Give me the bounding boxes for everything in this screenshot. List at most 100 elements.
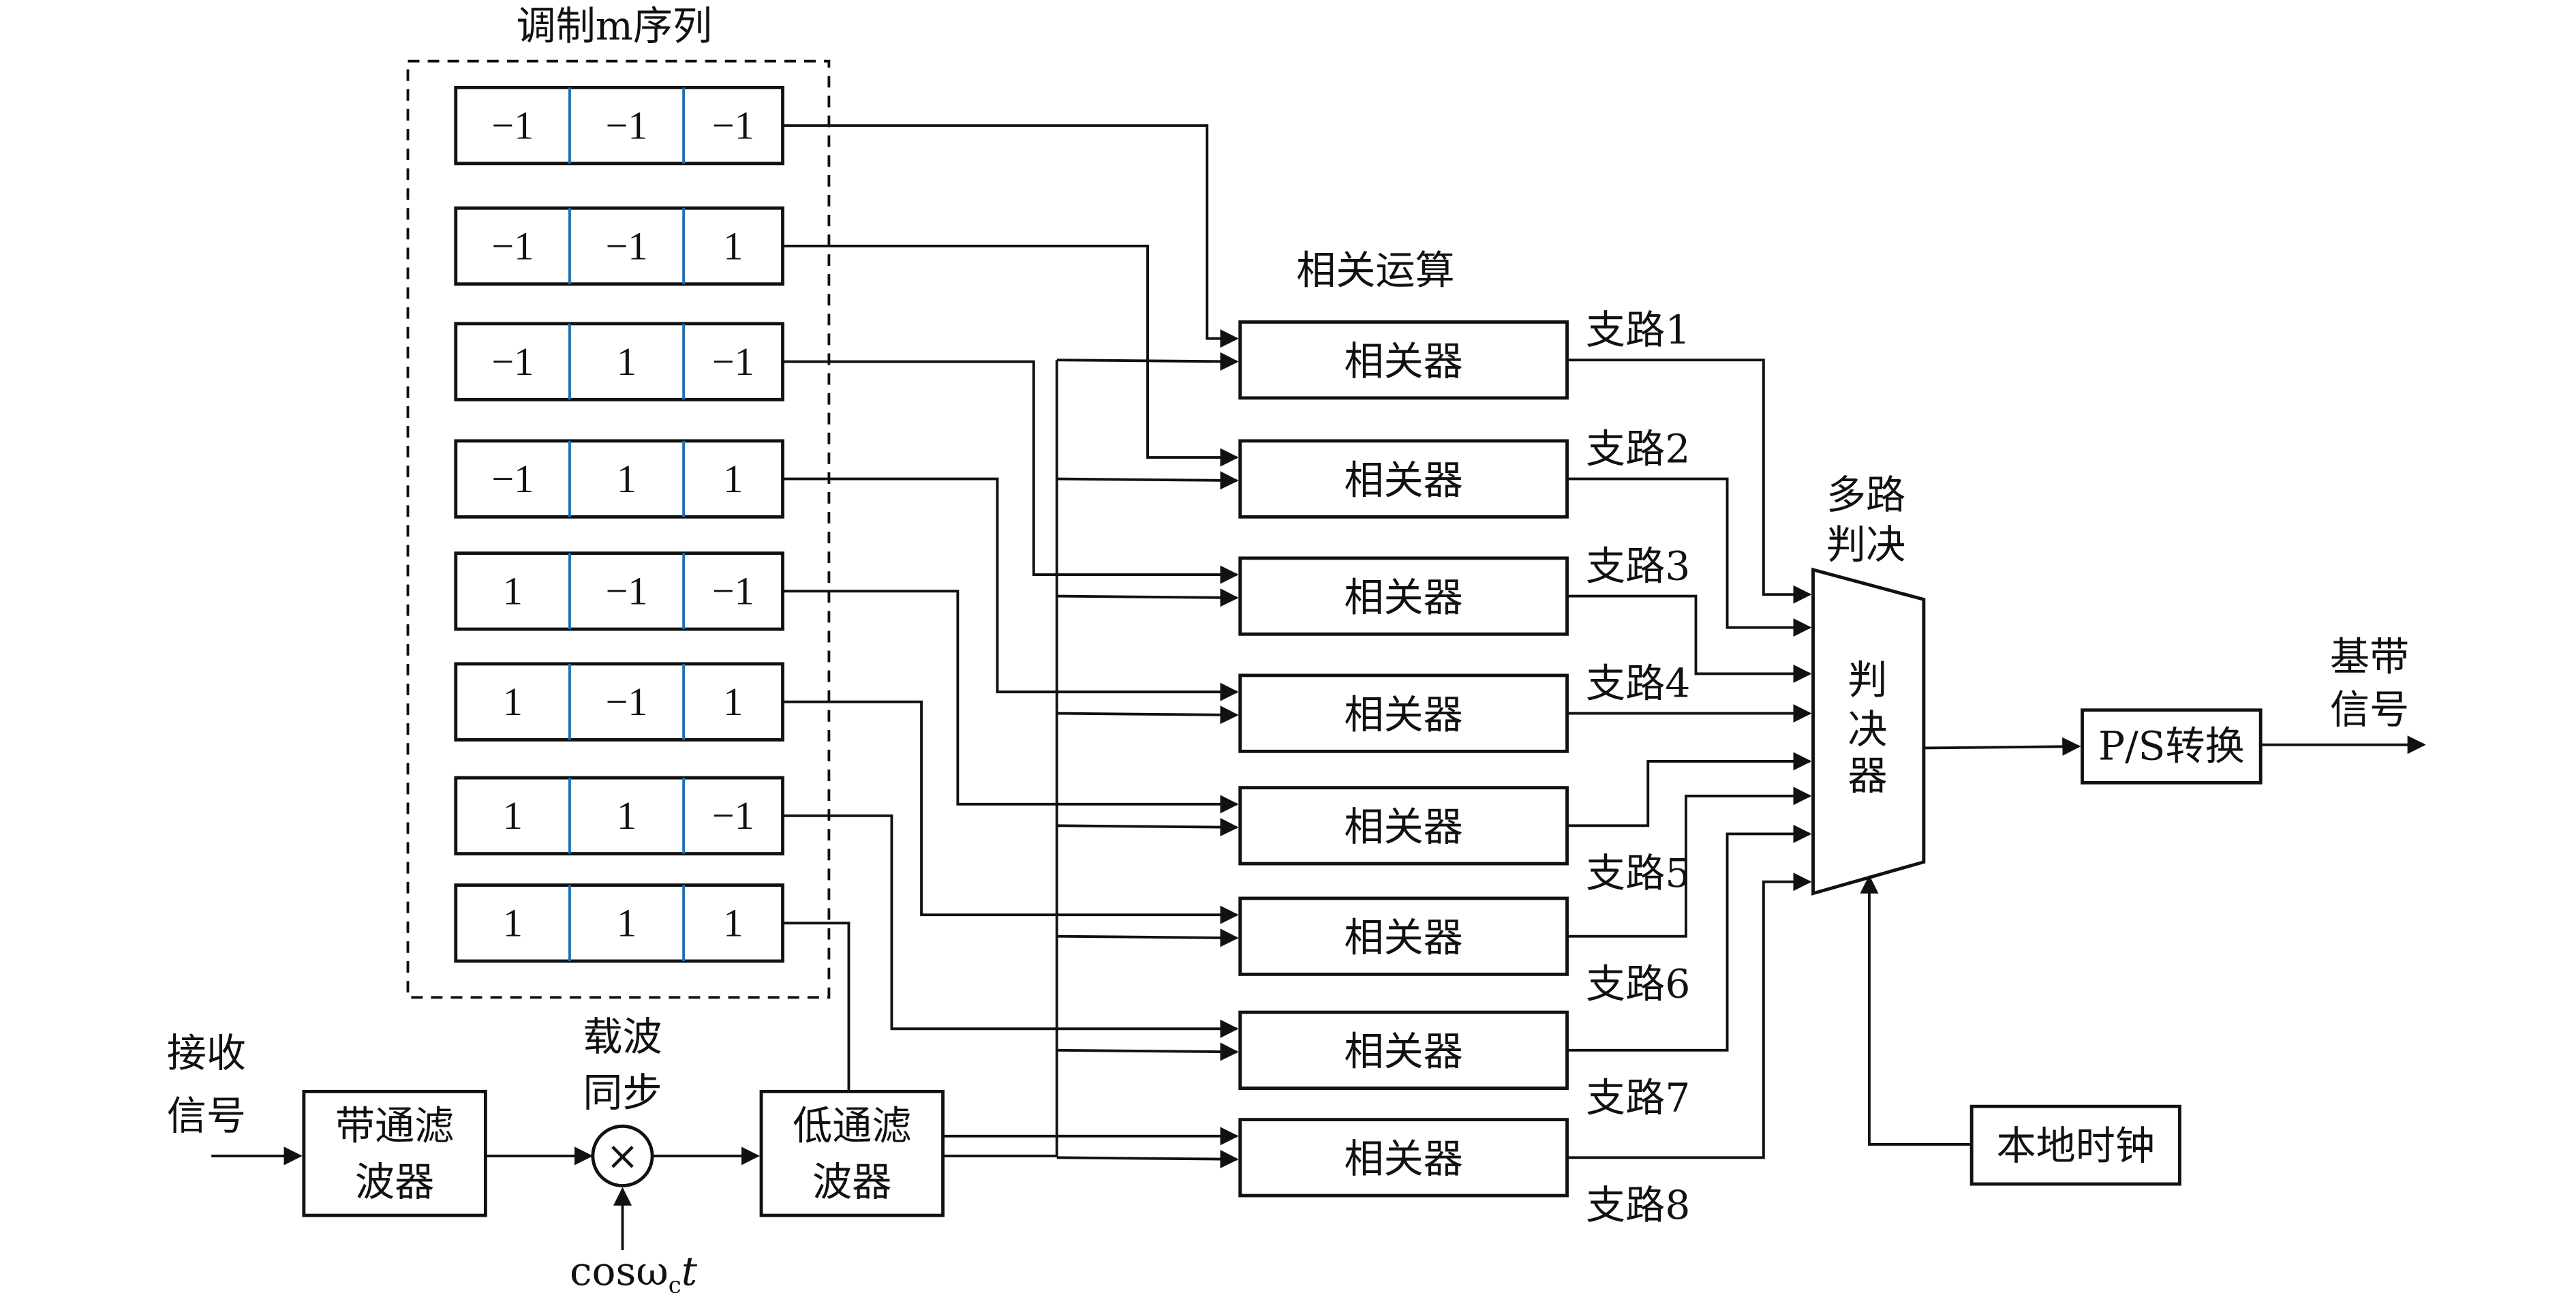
correlator-label: 相关器 <box>1344 691 1462 737</box>
sequence-chip: 1 <box>723 680 743 724</box>
correlator-row: 相关器 支路4 <box>1238 660 1690 753</box>
sequence-chip: 1 <box>503 569 523 613</box>
m-sequence-row: −1 −1 1 <box>454 206 784 286</box>
correlator-block <box>1238 673 1569 753</box>
carrier-sync-label-1: 载波 <box>583 1014 662 1060</box>
sequence-register <box>454 322 784 401</box>
branch-label: 支路8 <box>1586 1182 1690 1228</box>
local-clock-block <box>1969 1104 2181 1186</box>
bus-to-correlator-arrow <box>1056 1149 1239 1169</box>
sequence-register <box>454 206 784 286</box>
signal-bus <box>942 360 1058 1157</box>
correlator-block <box>1238 786 1569 866</box>
correlator-label: 相关器 <box>1344 574 1462 620</box>
decider-to-ps-arrow <box>1923 737 2081 756</box>
sequence-register <box>454 439 784 519</box>
ps-converter-label: P/S转换 <box>2098 722 2245 769</box>
output-label-2: 信号 <box>2330 686 2409 733</box>
bus-to-correlator-arrow <box>1056 928 1239 947</box>
sequence-chip: −1 <box>606 224 648 268</box>
sequence-chip: −1 <box>712 793 754 838</box>
bus-to-correlator-arrow <box>1056 588 1239 607</box>
branch-label: 支路7 <box>1586 1075 1690 1121</box>
correlator-label: 相关器 <box>1344 1136 1462 1182</box>
correlator-label: 相关器 <box>1344 804 1462 850</box>
sequence-chip: −1 <box>712 104 754 148</box>
m-sequence-row: 1 −1 1 <box>454 662 784 742</box>
sequence-to-correlator-arrow <box>782 360 1239 584</box>
ps-converter-block <box>2081 708 2263 785</box>
branch-label: 支路1 <box>1586 307 1690 353</box>
m-sequence-group-border <box>406 59 831 999</box>
correlator-row: 相关器 支路2 <box>1238 425 1690 519</box>
sequence-chip: 1 <box>503 901 523 945</box>
sequence-register <box>454 85 784 166</box>
sequence-chip: −1 <box>606 569 648 613</box>
lowpass-filter-block <box>759 1090 945 1217</box>
decider-label-2: 决 <box>1847 706 1887 752</box>
sequence-register <box>454 883 784 963</box>
correlator-label: 相关器 <box>1344 338 1462 384</box>
sequence-chip: −1 <box>712 569 754 613</box>
branch-label: 支路2 <box>1586 425 1690 472</box>
sequence-chip: 1 <box>503 680 523 724</box>
branch-to-decider-arrow <box>1567 359 1812 604</box>
bpf-label-2: 波器 <box>355 1159 434 1205</box>
bus-to-correlator-arrow <box>1056 705 1239 725</box>
branch-label: 支路6 <box>1586 960 1690 1007</box>
sequence-chip: 1 <box>617 793 637 838</box>
sequence-to-correlator-arrow <box>782 700 1239 924</box>
branch-to-decider-arrow <box>1567 872 1812 1159</box>
carrier-signal-label: cosωct <box>570 1248 698 1293</box>
input-label-1: 接收 <box>167 1030 246 1076</box>
sequence-to-correlator-arrow <box>782 922 1239 1146</box>
correlator-list: 相关器支路1相关器支路2相关器支路3相关器支路4相关器支路5相关器支路6相关器支… <box>1238 307 1690 1228</box>
sequence-chip: 1 <box>723 457 743 501</box>
correlator-block <box>1238 1010 1569 1091</box>
correlation-title: 相关运算 <box>1296 247 1455 294</box>
lpf-label-2: 波器 <box>812 1159 891 1205</box>
sequence-chip: 1 <box>723 901 743 945</box>
correlator-label: 相关器 <box>1344 457 1462 503</box>
sequence-to-correlator-arrow <box>782 124 1239 348</box>
m-sequence-row: −1−1−1 <box>454 85 784 166</box>
bandpass-filter-block <box>302 1090 487 1217</box>
correlator-label: 相关器 <box>1344 914 1462 960</box>
input-label-2: 信号 <box>167 1093 246 1139</box>
sequence-chip: −1 <box>491 339 534 384</box>
decider-block <box>1811 567 1926 896</box>
branch-to-decider-arrow <box>1567 752 1812 827</box>
correlator-block <box>1238 1118 1569 1198</box>
sequence-register <box>454 776 784 855</box>
correlator-block <box>1238 556 1569 636</box>
m-sequence-title: 调制m序列 <box>517 3 713 49</box>
sequence-register <box>454 662 784 742</box>
mixer-symbol: × <box>606 1132 639 1178</box>
bpf-label-1: 带通滤 <box>335 1103 454 1149</box>
bus-to-correlator-arrow <box>1056 1042 1239 1061</box>
sequence-chip: 1 <box>503 793 523 838</box>
multi-decision-label-2: 判决 <box>1826 521 1905 568</box>
sequence-chip: −1 <box>712 339 754 384</box>
branch-to-decider-arrow <box>1567 594 1812 684</box>
local-clock-label: 本地时钟 <box>1997 1123 2156 1169</box>
sequence-chip: −1 <box>606 680 648 724</box>
branch-label: 支路4 <box>1586 660 1690 706</box>
correlator-label: 相关器 <box>1344 1029 1462 1075</box>
sequence-chip: −1 <box>491 224 534 268</box>
correlator-row: 相关器 支路1 <box>1238 307 1690 400</box>
correlator-block <box>1238 896 1569 976</box>
sequence-to-correlator-arrow <box>782 477 1239 701</box>
sequence-chip: −1 <box>606 104 648 148</box>
sequence-chip: 1 <box>723 224 743 268</box>
sequence-to-correlator-arrow <box>782 245 1239 467</box>
